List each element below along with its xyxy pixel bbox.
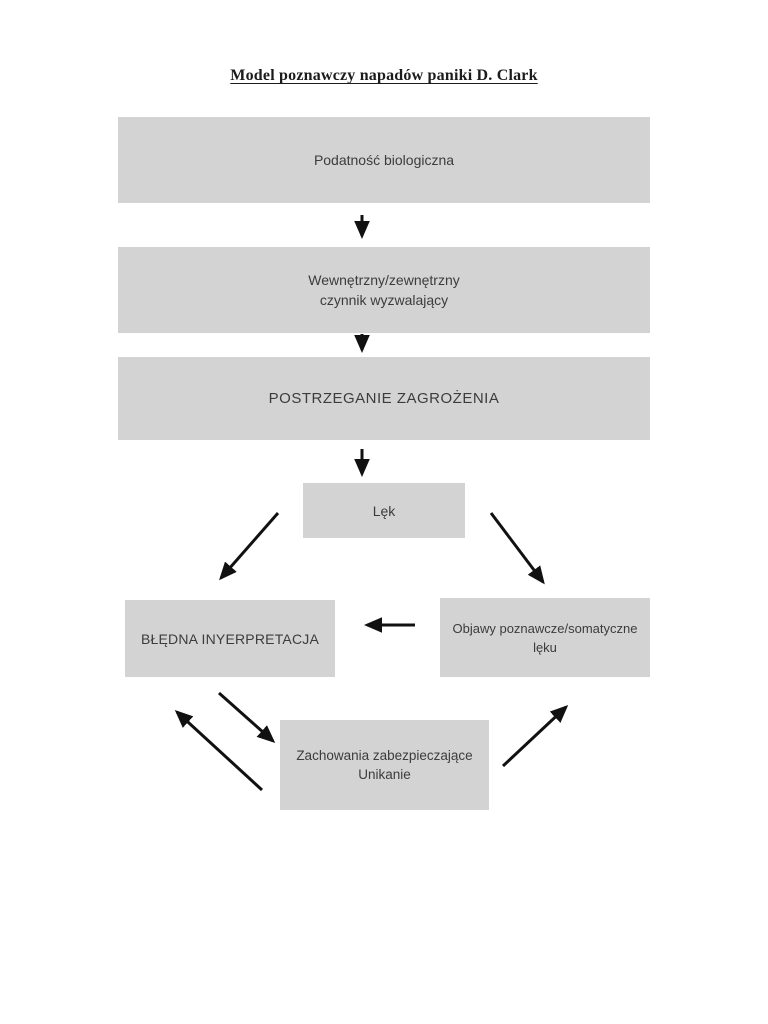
- node-safety-behaviors-avoidance: Zachowania zabezpieczające Unikanie: [280, 720, 489, 810]
- arrow-safety-to-symptoms: [501, 704, 569, 768]
- node-biological-vulnerability: Podatność biologiczna: [118, 117, 650, 203]
- arrow-anxiety-to-symptoms: [489, 512, 545, 585]
- node-misinterpretation: BŁĘDNA INYERPRETACJA: [125, 600, 335, 677]
- node-anxiety: Lęk: [303, 483, 465, 538]
- node-threat-perception: POSTRZEGANIE ZAGROŻENIA: [118, 357, 650, 440]
- arrow-anxiety-to-misinterpretation: [219, 512, 280, 581]
- arrow-safety-to-misinterpretation: [174, 709, 264, 792]
- diagram-title: Model poznawczy napadów paniki D. Clark: [230, 67, 538, 84]
- node-internal-external-trigger: Wewnętrzny/zewnętrzny czynnik wyzwalając…: [118, 247, 650, 333]
- arrow-misinterpretation-to-safety: [218, 691, 276, 743]
- node-cognitive-somatic-symptoms: Objawy poznawcze/somatyczne lęku: [440, 598, 650, 677]
